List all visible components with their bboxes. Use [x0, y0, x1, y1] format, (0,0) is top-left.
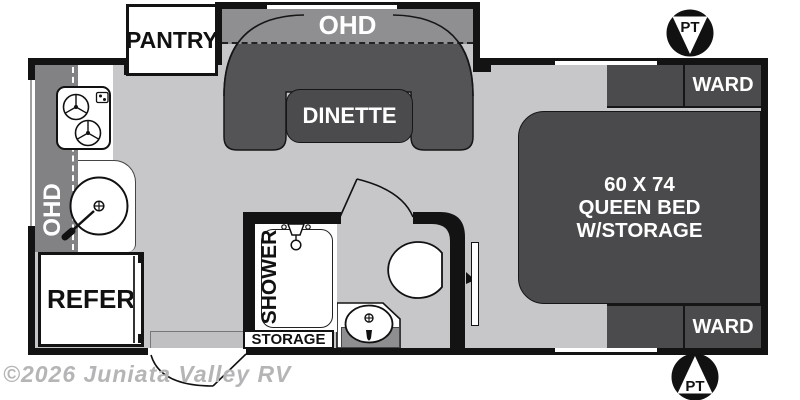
top-window [555, 61, 657, 65]
sofa-right-arm-curve [392, 14, 474, 97]
pantry-cabinet: PANTRY [126, 4, 218, 76]
slideout-left-wall [215, 2, 222, 65]
refer-door-line [133, 256, 135, 343]
kitchen-sink [61, 176, 129, 241]
storage-label: STORAGE [251, 331, 326, 348]
shower-top-wall [243, 212, 341, 224]
pocket-door [471, 242, 479, 326]
queen-bed: 60 X 74 QUEEN BED W/STORAGE [518, 111, 761, 304]
shower-left-wall [243, 212, 255, 348]
entry-door [150, 353, 247, 387]
left-window-line [30, 80, 32, 226]
refer-hinge-bottom [138, 334, 144, 343]
bath-right-wall [413, 212, 465, 348]
pt-bottom-label: PT [685, 378, 704, 395]
ward-top: WARD [683, 65, 761, 106]
slideout-window [267, 5, 397, 9]
slideout-corner-step [473, 58, 491, 72]
ward-bottom: WARD [683, 306, 761, 348]
dinette-label: DINETTE [302, 103, 397, 128]
bottom-wall [28, 348, 768, 355]
sofa-left-arm-curve [223, 14, 305, 97]
right-wall [761, 58, 768, 355]
pantry-label: PANTRY [126, 26, 218, 53]
dinette-ohd-cabinet: OHD [222, 9, 473, 44]
ward-bottom-label: WARD [692, 315, 754, 338]
refrigerator: REFER [38, 252, 144, 347]
watermark-text: ©2026 Juniata Valley RV [3, 361, 292, 387]
dinette-table: DINETTE [286, 89, 413, 143]
refer-hinge-top [138, 254, 144, 263]
bed-size-label: 60 X 74 [604, 173, 675, 196]
pt-marker-top: PT [666, 9, 714, 57]
top-wall-left-segment [28, 58, 132, 65]
bed-storage-label: W/STORAGE [576, 219, 703, 242]
slideout-right-wall [473, 2, 480, 65]
storage-compartment: STORAGE [243, 330, 334, 349]
dinette-ohd-label: OHD [318, 10, 377, 40]
stove-cooktop [56, 86, 111, 150]
bed-type-label: QUEEN BED [578, 196, 701, 219]
pt-top-label: PT [680, 19, 699, 36]
bottom-window [555, 348, 657, 352]
entry-door-opening [148, 348, 246, 355]
ward-top-label: WARD [692, 74, 754, 96]
bath-door [339, 178, 414, 218]
toilet [387, 241, 443, 299]
shower-head [281, 223, 311, 251]
watermark: ©2026 Juniata Valley RV [3, 361, 291, 388]
bath-sink [344, 304, 394, 344]
kitchen-counter-dashed-edge [72, 67, 74, 250]
refer-label: REFER [46, 284, 136, 314]
pt-marker-bottom: PT [671, 353, 719, 400]
